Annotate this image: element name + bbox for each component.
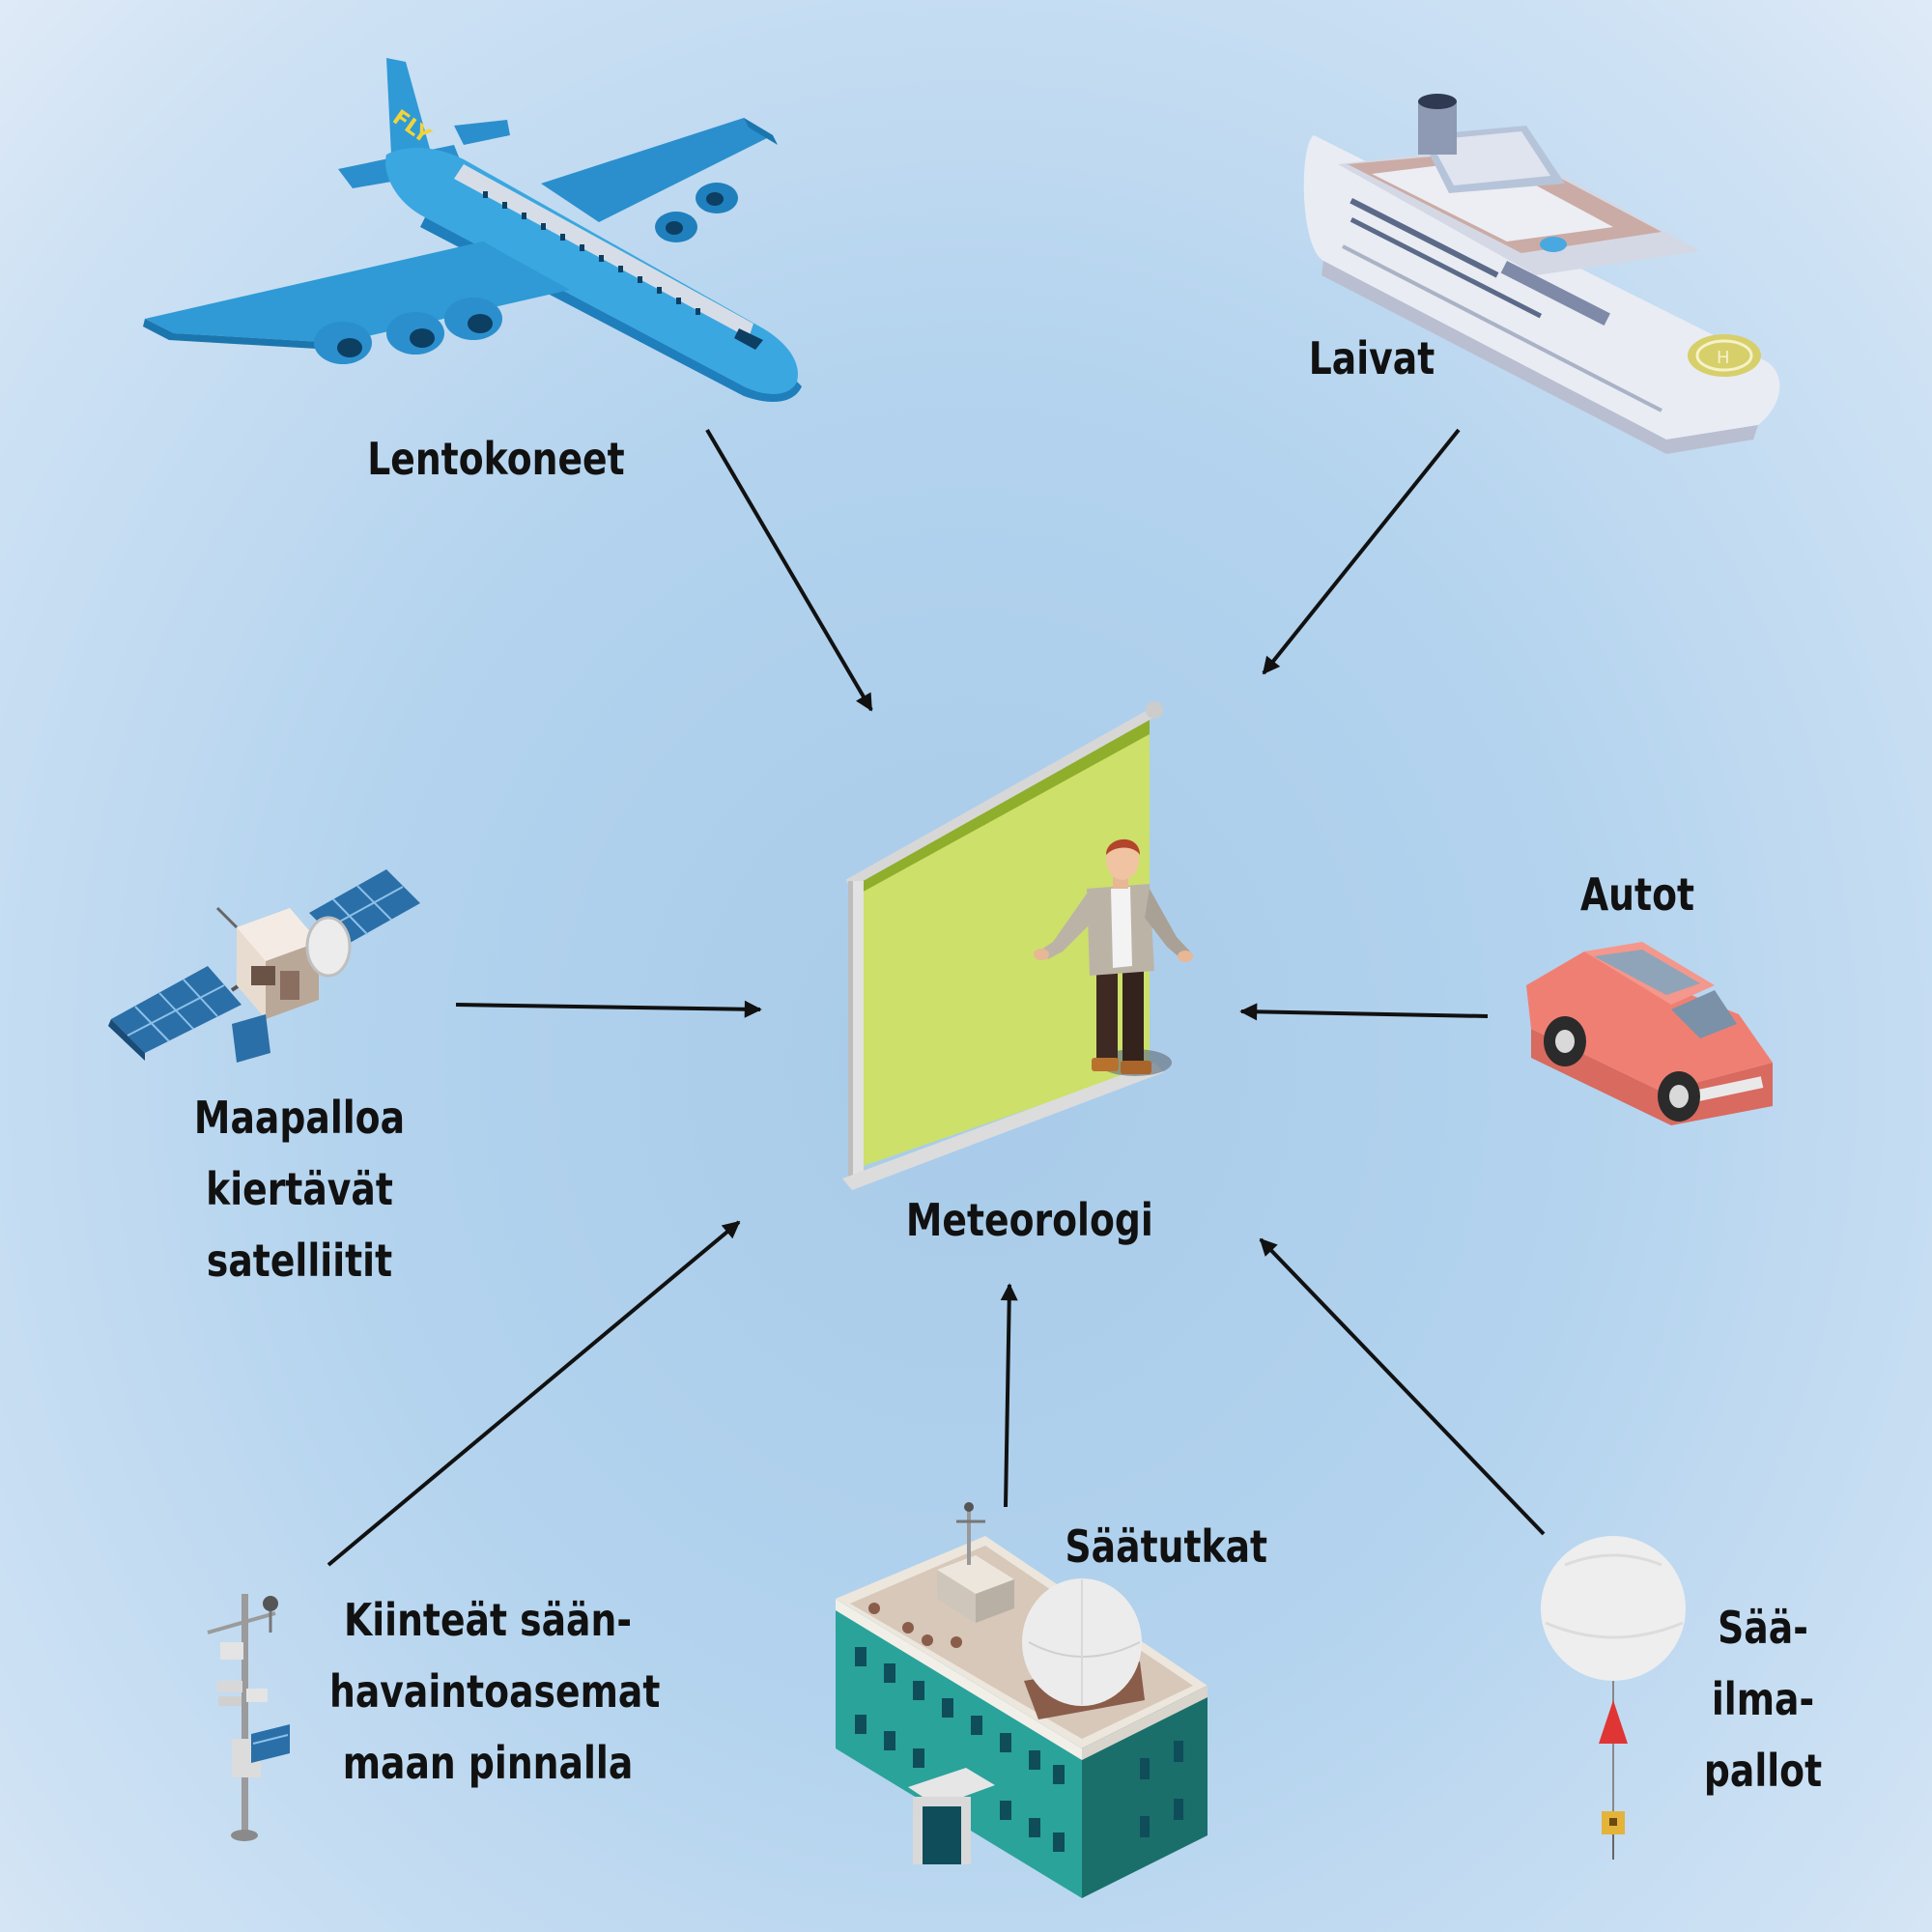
label-balloons-line-2: ilma-: [1711, 1673, 1815, 1725]
label-ground-stations-line-1: Kiinteät sään-: [343, 1594, 633, 1646]
label-ground-stations-line-2: havaintoasemat: [329, 1665, 661, 1718]
label-meteorologist: Meteorologi: [905, 1194, 1153, 1246]
label-balloons-line-1: Sää-: [1718, 1602, 1808, 1654]
satellite-icon: [108, 869, 420, 1063]
arrow-from-ground-stations: [327, 1220, 741, 1567]
ship-icon: H: [1303, 94, 1780, 454]
weather-balloon-icon: [1541, 1536, 1686, 1860]
label-ground-stations: Kiinteät sään- havaintoasemat maan pinna…: [329, 1584, 661, 1799]
arrow-from-ships: [1262, 428, 1461, 675]
label-ground-stations-line-3: maan pinnalla: [342, 1737, 634, 1789]
arrow-from-radars: [1000, 1283, 1018, 1508]
label-satellites-line-1: Maapalloa: [193, 1092, 406, 1144]
label-balloons-line-3: pallot: [1703, 1745, 1823, 1797]
arrow-from-satellites: [455, 1000, 762, 1018]
arrow-from-cars: [1239, 1003, 1489, 1021]
label-cars: Autot: [1579, 868, 1695, 921]
label-radars: Säätutkat: [1065, 1520, 1268, 1573]
label-airplanes: Lentokoneet: [367, 433, 625, 485]
arrows: [327, 428, 1546, 1567]
label-ships: Laivat: [1308, 332, 1435, 384]
weather-station-icon: [207, 1594, 290, 1841]
label-satellites: Maapalloa kiertävät satelliitit: [188, 1082, 411, 1296]
label-satellites-line-3: satelliitit: [206, 1235, 393, 1287]
label-balloons: Sää- ilma- pallot: [1699, 1592, 1826, 1806]
arrow-from-airplanes: [705, 428, 873, 712]
label-satellites-line-2: kiertävät: [206, 1163, 393, 1215]
arrow-from-balloons: [1259, 1237, 1546, 1536]
airplane-icon: FLY: [143, 58, 802, 402]
car-icon: [1526, 942, 1773, 1125]
meteorologist-icon: [842, 701, 1193, 1190]
radar-building-icon: [836, 1502, 1208, 1898]
svg-text:H: H: [1717, 348, 1730, 368]
